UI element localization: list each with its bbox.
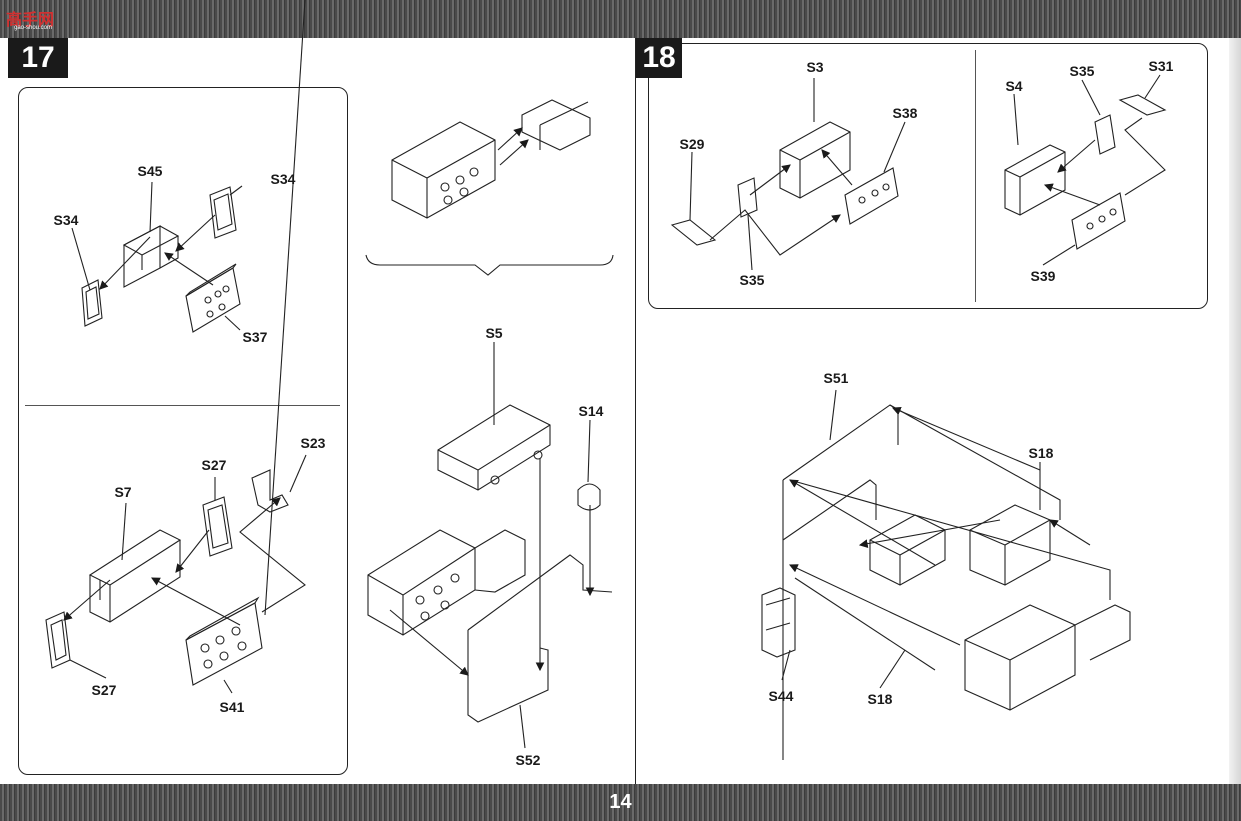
part-label-s7: S7	[114, 484, 132, 500]
s34-plate-part-right	[209, 186, 237, 239]
s34-plate-part-left	[81, 279, 103, 327]
s51-frame-rail	[782, 404, 1111, 760]
s35-plate-part-left	[737, 177, 758, 218]
s23-bracket-part	[251, 469, 289, 513]
part-label-s18-bottom: S18	[867, 691, 893, 707]
step-17-subassembly-frame	[18, 87, 348, 775]
step-17-badge: 17	[8, 38, 68, 78]
part-label-s27-bottom: S27	[91, 682, 117, 698]
part-label-s37: S37	[242, 329, 268, 345]
page-divider	[635, 38, 636, 784]
s38-radio-panel-part	[844, 167, 899, 225]
part-label-s23: S23	[300, 435, 326, 451]
page-edge-strip	[1229, 38, 1241, 784]
s31-strip-part	[1118, 94, 1167, 116]
part-label-s38: S38	[892, 105, 918, 121]
logo-subtext: gao-shou.com	[14, 25, 53, 31]
part-label-s27-top: S27	[201, 457, 227, 473]
s35-plate-part-right	[1094, 114, 1116, 155]
s7-shelf-part	[88, 529, 182, 623]
part-label-s4: S4	[1005, 78, 1023, 94]
s5-box-part	[437, 404, 551, 491]
assembled-radio-upper-left	[869, 514, 946, 586]
assembled-radio-upper-right	[969, 504, 1051, 586]
s37-radio-panel-part	[185, 263, 241, 333]
s39-radio-panel-part	[1071, 192, 1126, 250]
part-label-s51: S51	[823, 370, 849, 386]
part-label-s3: S3	[806, 59, 824, 75]
step-18-badge: 18	[636, 38, 682, 78]
part-label-s41: S41	[219, 699, 245, 715]
s41-radio-panel-part	[185, 596, 263, 686]
part-label-s31: S31	[1148, 58, 1174, 74]
part-label-s35-left: S35	[739, 272, 765, 288]
s27-plate-part-top	[202, 496, 233, 557]
part-label-s44: S44	[768, 688, 794, 704]
s18-rod-part	[794, 577, 936, 671]
step-18-frame-separator	[975, 50, 976, 302]
part-label-s18-top: S18	[1028, 445, 1054, 461]
top-border-band	[0, 0, 1241, 38]
part-label-s34-right: S34	[270, 171, 296, 187]
part-label-s35-right: S35	[1069, 63, 1095, 79]
part-label-s5: S5	[485, 325, 503, 341]
s3-box-part	[779, 121, 851, 199]
step-17-frame-separator	[25, 405, 340, 406]
s27-plate-part-bottom	[45, 611, 71, 669]
part-label-s39: S39	[1030, 268, 1056, 284]
assembled-radio-lower	[964, 604, 1131, 711]
bottom-border-band	[0, 784, 1241, 821]
step-18-subassembly-frame	[648, 43, 1208, 309]
assembled-radio-rack-mid	[367, 529, 526, 636]
part-label-s52: S52	[515, 752, 541, 768]
part-label-s34-left: S34	[53, 212, 79, 228]
s44-bracket-part	[761, 587, 796, 658]
page-number: 14	[609, 791, 632, 813]
s29-strip-part	[670, 219, 717, 246]
expansion-bracket	[365, 254, 614, 276]
s14-clip-part	[577, 483, 601, 511]
logo-text: 高手网	[6, 12, 55, 29]
watermark-logo: 高手网 gao-shou.com	[6, 6, 70, 32]
s4-box-part	[1004, 144, 1066, 216]
part-label-s45: S45	[137, 163, 163, 179]
part-label-s29: S29	[679, 136, 705, 152]
assembled-radio-rack-top	[391, 99, 591, 219]
part-label-s14: S14	[578, 403, 604, 419]
